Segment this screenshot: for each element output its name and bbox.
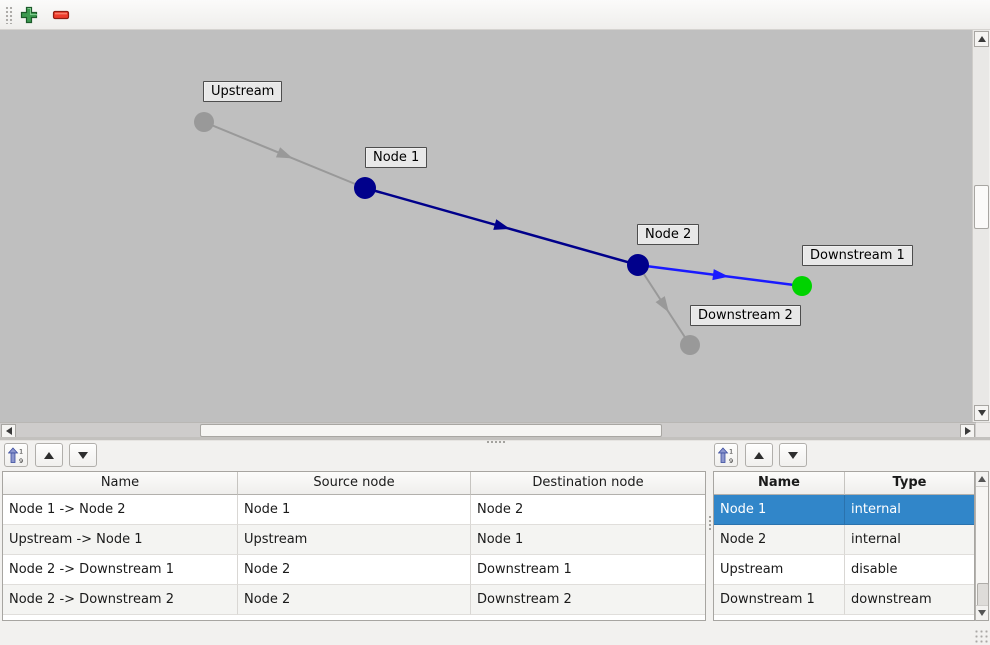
edge-arrow-icon [275, 147, 293, 159]
graph-horizontal-scrollbar[interactable] [0, 422, 976, 438]
scroll-up-button[interactable] [974, 31, 989, 47]
graph-node[interactable] [194, 112, 214, 132]
table-cell: Upstream [714, 555, 845, 585]
column-header[interactable]: Name [714, 472, 845, 495]
graph-node[interactable] [354, 177, 376, 199]
table-cell: Node 2 -> Downstream 1 [3, 555, 238, 585]
table-cell: disable [845, 555, 974, 585]
graph-svg [194, 112, 812, 355]
table-cell: internal [845, 495, 974, 525]
graph-node[interactable] [627, 254, 649, 276]
scrollbar-corner [976, 422, 990, 438]
window-resize-grip-icon[interactable] [974, 629, 988, 643]
minus-icon [52, 10, 70, 20]
column-header[interactable]: Name [3, 472, 238, 495]
remove-button[interactable] [50, 4, 72, 26]
table-cell: Upstream -> Node 1 [3, 525, 238, 555]
right-triangle-icon [964, 427, 971, 435]
table-cell: Node 1 [471, 525, 705, 555]
scroll-left-button[interactable] [1, 424, 16, 438]
scroll-down-button[interactable] [976, 605, 988, 620]
links-move-down-button[interactable] [69, 443, 97, 467]
table-cell: Node 1 [714, 495, 845, 525]
empty-row [3, 615, 705, 620]
column-header[interactable]: Source node [238, 472, 471, 495]
table-cell: Downstream 1 [471, 555, 705, 585]
node-label[interactable]: Node 1 [365, 147, 428, 168]
edge-arrow-icon [655, 296, 669, 313]
splitter-grip-icon[interactable] [708, 515, 712, 531]
table-cell: Downstream 1 [714, 585, 845, 615]
down-arrow-icon [78, 451, 88, 459]
table-cell: Node 1 -> Node 2 [3, 495, 238, 525]
graph-node[interactable] [792, 276, 812, 296]
vertical-scrollbar-thumb[interactable] [974, 185, 989, 229]
scroll-down-button[interactable] [974, 405, 989, 421]
empty-row [714, 615, 974, 620]
up-triangle-icon [977, 36, 986, 42]
left-triangle-icon [5, 427, 12, 435]
toolbar-drag-handle-icon[interactable] [5, 6, 13, 24]
nodes-sort-button[interactable]: 1 9 [714, 443, 738, 467]
svg-text:9: 9 [729, 457, 733, 464]
node-label[interactable]: Downstream 2 [690, 305, 801, 326]
horizontal-scrollbar-thumb[interactable] [200, 424, 662, 437]
up-arrow-icon [44, 451, 54, 459]
links-move-up-button[interactable] [35, 443, 63, 467]
nodes-table-scrollbar[interactable] [975, 471, 989, 621]
graph-vertical-scrollbar[interactable] [972, 30, 989, 422]
svg-text:1: 1 [19, 447, 23, 455]
table-cell: Node 2 [471, 495, 705, 525]
nodes-move-up-button[interactable] [745, 443, 773, 467]
down-triangle-icon [977, 410, 986, 416]
up-triangle-icon [978, 476, 986, 482]
column-header[interactable]: Type [845, 472, 974, 495]
graph-node[interactable] [680, 335, 700, 355]
node-label[interactable]: Upstream [203, 81, 283, 102]
table-cell: Node 2 [714, 525, 845, 555]
table-cell: Node 2 [238, 555, 471, 585]
table-cell: Downstream 2 [471, 585, 705, 615]
scroll-right-button[interactable] [960, 424, 975, 438]
main-toolbar [0, 0, 990, 30]
edge-arrow-icon [493, 219, 511, 230]
svg-text:9: 9 [19, 457, 23, 464]
node-label[interactable]: Node 2 [637, 224, 700, 245]
down-triangle-icon [978, 610, 986, 616]
pane-splitter-vertical[interactable] [706, 471, 713, 621]
table-cell: downstream [845, 585, 974, 615]
node-label[interactable]: Downstream 1 [802, 245, 913, 266]
nodes-move-down-button[interactable] [779, 443, 807, 467]
table-cell: Node 1 [238, 495, 471, 525]
edge-arrow-icon [712, 269, 729, 281]
links-sort-button[interactable]: 1 9 [4, 443, 28, 467]
table-cell: Node 2 [238, 585, 471, 615]
scroll-up-button[interactable] [976, 472, 988, 487]
table-cell: Node 2 -> Downstream 2 [3, 585, 238, 615]
table-cell: Upstream [238, 525, 471, 555]
down-arrow-icon [788, 451, 798, 459]
add-button[interactable] [18, 4, 40, 26]
splitter-grip-icon[interactable] [486, 440, 506, 444]
svg-text:1: 1 [729, 447, 733, 455]
table-cell: internal [845, 525, 974, 555]
column-header[interactable]: Destination node [471, 472, 705, 495]
sort-ascending-icon: 1 9 [8, 446, 23, 464]
sort-ascending-icon: 1 9 [718, 446, 733, 464]
plus-icon [20, 6, 38, 24]
up-arrow-icon [754, 451, 764, 459]
